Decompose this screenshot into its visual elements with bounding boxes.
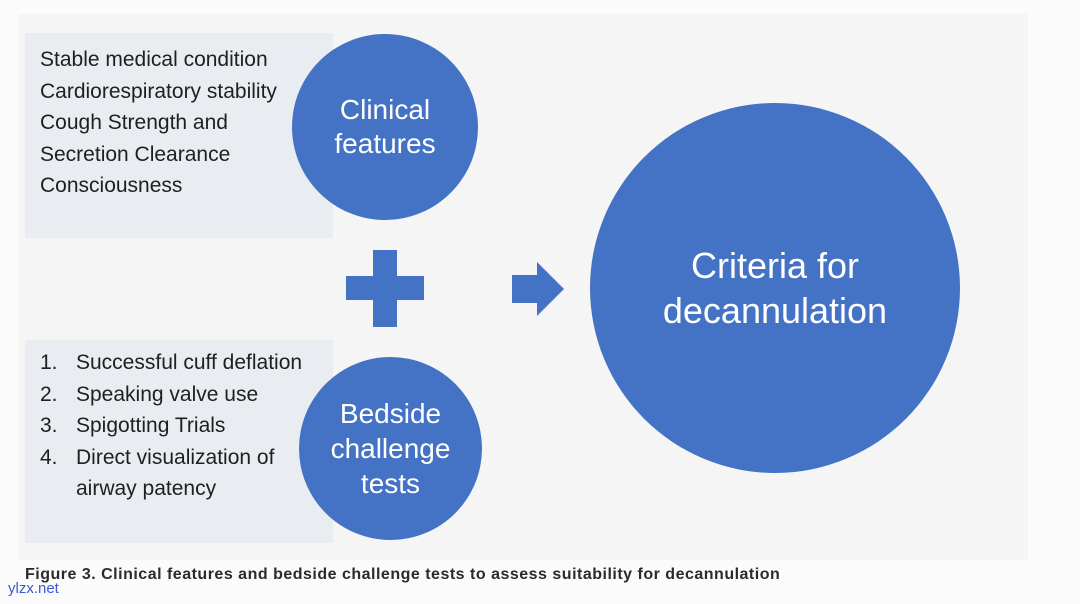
list-number: 1. [40, 351, 58, 374]
list-item: 1. Successful cuff deflation [40, 347, 333, 379]
bedside-tests-circle: Bedside challenge tests [299, 357, 482, 540]
bedside-tests-panel: 1. Successful cuff deflation 2. Speaking… [25, 340, 333, 543]
clinical-feature-line: Cardiorespiratory stability [40, 79, 277, 103]
figure-caption: Figure 3. Clinical features and bedside … [25, 566, 781, 583]
circle-label-line: tests [360, 468, 421, 499]
list-text-line: Speaking valve use [76, 382, 259, 406]
list-number: 4. [40, 445, 58, 469]
circle-label-line: Clinical [339, 94, 431, 125]
list-text: Speaking valve use [76, 379, 333, 411]
clinical-features-panel: Stable medical condition Cardiorespirato… [25, 33, 333, 238]
list-text: Successful cuff deflation [76, 347, 333, 379]
list-number: 3. [40, 414, 58, 438]
decannulation-criteria-circle: Criteria for decannulation [590, 103, 960, 473]
plus-icon [346, 250, 424, 327]
clinical-feature-line: Stable medical condition [40, 48, 268, 71]
list-item: 2. Speaking valve use [40, 379, 333, 411]
list-text-line: airway patency [76, 477, 217, 501]
list-text-line: Successful cuff deflation [76, 351, 303, 374]
watermark: ylzx.net [8, 580, 59, 597]
circle-label-line: Criteria for [690, 245, 860, 286]
plus-horizontal-bar [346, 276, 424, 300]
circle-label-line: Bedside [339, 398, 442, 429]
list-text-line: Spigotting Trials [76, 414, 226, 438]
list-number: 2. [40, 382, 58, 406]
list-item: 3. Spigotting Trials [40, 410, 333, 442]
circle-label-line: decannulation [662, 290, 888, 331]
circle-label-line: features [334, 128, 436, 159]
clinical-feature-line: Consciousness [40, 174, 183, 198]
clinical-feature-line: Secretion Clearance [40, 142, 231, 166]
list-item: 4. Direct visualization of airway patenc… [40, 442, 333, 505]
list-text: Direct visualization of airway patency [76, 442, 333, 505]
clinical-feature-line: Cough Strength and [40, 111, 228, 135]
circle-label-line: challenge [330, 433, 451, 464]
list-text: Spigotting Trials [76, 410, 333, 442]
arrow-right-icon [512, 262, 564, 316]
clinical-features-circle: Clinical features [292, 34, 478, 220]
list-text-line: Direct visualization of [76, 445, 275, 469]
